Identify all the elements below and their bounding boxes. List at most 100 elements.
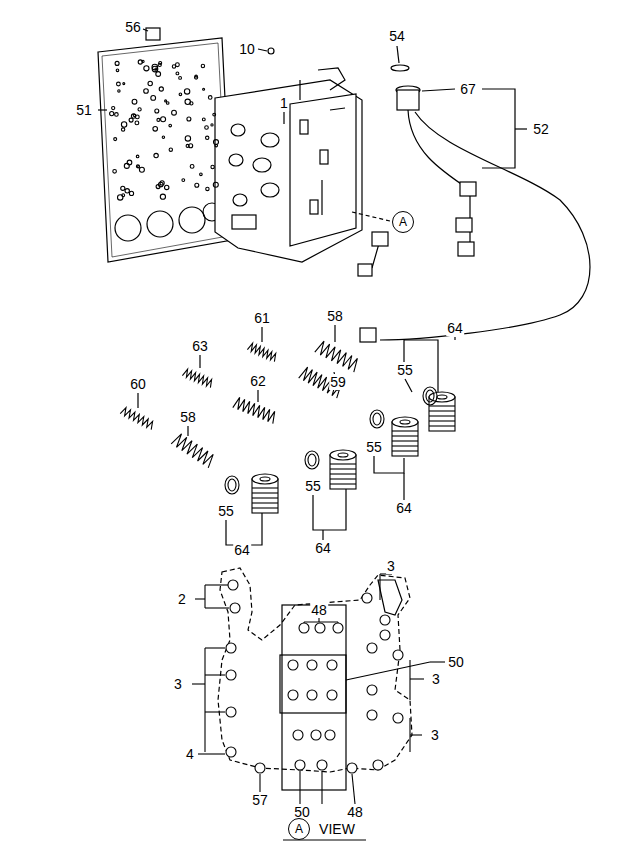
gasket-hole <box>211 165 214 168</box>
leader-line <box>192 683 205 684</box>
gasket-hole <box>113 170 117 174</box>
callout-number: 51 <box>75 102 93 118</box>
gasket-hole <box>144 89 149 94</box>
gasket-hole <box>123 83 125 85</box>
bolt <box>226 707 236 717</box>
solenoid <box>260 477 270 481</box>
gasket-hole <box>195 76 198 79</box>
gasket-hole <box>176 72 179 75</box>
gasket-hole <box>185 99 190 104</box>
leader-line <box>205 584 228 585</box>
bolt <box>226 747 236 757</box>
view-marker-circle: A <box>392 211 414 233</box>
gasket-hole <box>116 69 119 72</box>
callout-number: 63 <box>191 338 209 354</box>
gasket-hole <box>122 194 125 197</box>
gasket-hole <box>206 136 209 139</box>
leader-line <box>337 622 338 623</box>
solenoid <box>392 445 418 446</box>
solenoid <box>429 425 455 426</box>
bolt <box>333 623 343 633</box>
gasket-hole <box>155 109 159 113</box>
gasket-hole <box>115 61 119 65</box>
gasket-hole <box>156 72 161 77</box>
callout-number: 64 <box>314 540 332 556</box>
spring <box>233 397 275 423</box>
gasket-hole <box>215 144 218 147</box>
gasket-hole <box>200 173 203 176</box>
leader-line <box>352 774 355 804</box>
gasket-hole <box>172 65 175 68</box>
solenoid <box>252 492 278 493</box>
leader-line <box>198 753 225 754</box>
leader-line <box>303 622 304 623</box>
gasket-hole <box>159 87 163 91</box>
bolt <box>317 760 327 770</box>
gasket-hole <box>203 88 205 90</box>
bolt <box>226 670 236 680</box>
bolt <box>347 763 357 773</box>
bolt <box>299 623 309 633</box>
leader-line <box>204 648 205 752</box>
solenoid <box>330 478 356 479</box>
gasket-hole <box>184 89 189 94</box>
gasket-hole <box>121 122 126 127</box>
spring <box>315 341 358 372</box>
bolt <box>311 730 321 740</box>
gasket-hole <box>202 118 205 121</box>
bolt <box>325 730 335 740</box>
leader-line <box>204 599 205 608</box>
callout-number: 3 <box>430 727 440 743</box>
gasket-hole <box>172 110 177 115</box>
solenoid <box>429 410 455 411</box>
callout-number: 54 <box>388 28 406 44</box>
callout-number: 10 <box>238 41 256 57</box>
gasket-hole <box>190 165 194 169</box>
solenoid <box>330 463 356 464</box>
bolt <box>226 643 236 653</box>
solenoid <box>252 487 278 488</box>
gasket-hole <box>117 82 121 86</box>
solenoid <box>252 502 278 503</box>
callout-number: 55 <box>217 503 235 519</box>
view-letter: A <box>295 823 303 835</box>
callout-number: 3 <box>431 671 441 687</box>
gasket-hole <box>157 118 160 121</box>
bolt <box>307 690 317 700</box>
callout-number: 52 <box>532 121 550 137</box>
solenoid <box>252 507 278 508</box>
gasket-hole <box>129 191 133 195</box>
callout-number: 3 <box>386 558 396 574</box>
washer <box>228 479 236 491</box>
gasket-hole <box>166 102 169 105</box>
solenoid <box>330 483 356 484</box>
washer <box>308 454 316 466</box>
gasket-hole <box>156 185 160 189</box>
gasket-hole <box>187 117 191 121</box>
solenoid <box>252 497 278 498</box>
leader-line <box>299 771 300 804</box>
leader-line <box>430 661 445 662</box>
bolt <box>315 623 325 633</box>
solenoid <box>392 430 418 431</box>
bolt <box>230 603 240 613</box>
gasket-hole <box>213 182 218 187</box>
gasket-hole <box>110 112 114 116</box>
callout-number: 62 <box>249 373 267 389</box>
spring <box>247 343 275 362</box>
solenoid <box>392 435 418 436</box>
bolt <box>327 690 337 700</box>
gasket-hole <box>153 127 158 132</box>
gasket-hole <box>121 128 124 131</box>
callout-number: 3 <box>173 676 183 692</box>
callout-number: 57 <box>251 792 269 808</box>
gasket-hole <box>114 138 117 141</box>
gasket-hole <box>206 187 209 190</box>
bolt <box>367 643 377 653</box>
leader-line <box>205 711 225 712</box>
gasket-hole <box>182 179 185 182</box>
bolt <box>373 760 383 770</box>
gasket-hole <box>137 166 139 168</box>
callout-number: 55 <box>396 362 414 378</box>
